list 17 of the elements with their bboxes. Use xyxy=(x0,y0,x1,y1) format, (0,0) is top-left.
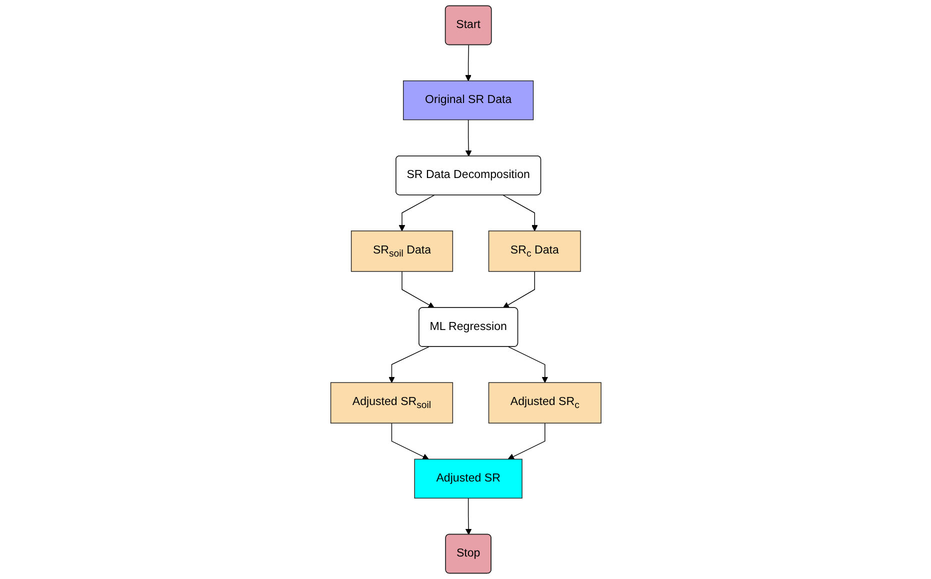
arrow xyxy=(464,119,472,157)
arrow xyxy=(401,271,434,308)
node-box: SR$_{c}$ Data xyxy=(488,230,580,272)
node-box: Adjusted SR$_{c}$ xyxy=(488,382,601,424)
arrow xyxy=(390,422,428,460)
arrow xyxy=(464,44,472,82)
arrow xyxy=(502,194,538,232)
arrow xyxy=(508,346,548,383)
arrow xyxy=(464,498,472,535)
node-box: SR$_{soil}$ Data xyxy=(350,230,453,272)
node-box: Adjusted SR$_{soil}$ xyxy=(330,382,453,424)
arrow xyxy=(388,346,429,383)
node-box: Adjusted SR xyxy=(414,458,522,499)
arrow xyxy=(502,271,535,308)
arrow xyxy=(398,194,434,232)
arrow xyxy=(507,422,545,460)
node-box: Original SR Data xyxy=(402,80,534,120)
